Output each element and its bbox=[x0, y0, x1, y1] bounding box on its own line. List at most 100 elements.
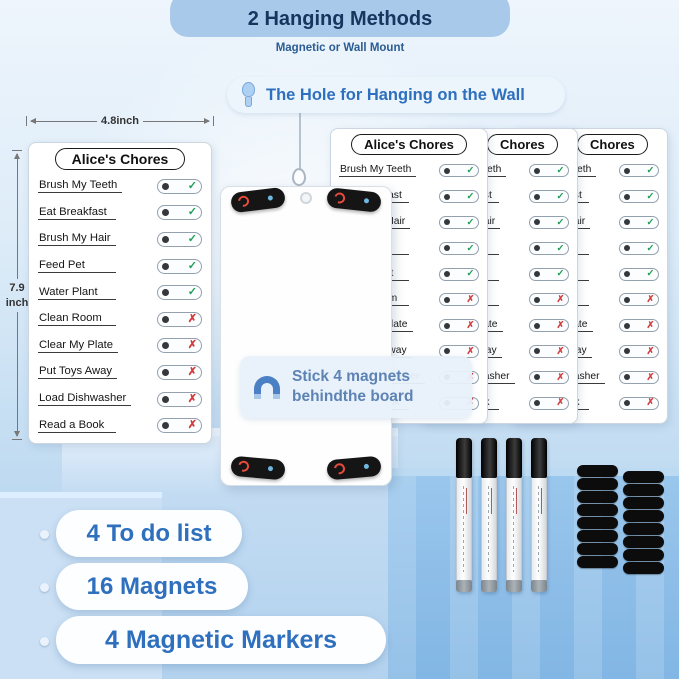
status-mark-icon: ✓ bbox=[556, 190, 565, 202]
dim-arrow-line bbox=[142, 117, 211, 124]
magnet-pole bbox=[273, 394, 280, 399]
height-dimension: 7.9 inch bbox=[2, 150, 32, 440]
toggle-dot bbox=[533, 400, 540, 407]
toggle-dot bbox=[533, 374, 540, 381]
status-mark-icon: ✓ bbox=[466, 190, 475, 202]
dim-arrow-line bbox=[13, 153, 20, 279]
height-dimension-value: 7.9 bbox=[9, 281, 25, 294]
dim-arrow-line bbox=[13, 311, 20, 437]
chore-row: Feed Pet ✓ bbox=[38, 253, 202, 280]
status-mark-icon: ✗ bbox=[187, 365, 197, 378]
toggle-dot bbox=[533, 245, 540, 252]
hanging-string bbox=[299, 113, 301, 171]
board-back-side bbox=[220, 186, 392, 486]
status-mark-icon: ✗ bbox=[556, 345, 565, 357]
board-title: Alice's Chores bbox=[351, 134, 467, 155]
toggle-dot bbox=[443, 322, 450, 329]
height-dimension-unit: inch bbox=[5, 296, 29, 309]
status-toggle: ✓ bbox=[439, 164, 479, 178]
magnet-note-text: Stick 4 magnets behindthe board bbox=[292, 367, 413, 407]
board-title: Chores bbox=[577, 134, 648, 155]
status-mark-icon: ✓ bbox=[646, 165, 655, 177]
magnet-strip bbox=[623, 471, 664, 483]
toggle-dot bbox=[533, 219, 540, 226]
status-toggle: ✓ bbox=[529, 164, 569, 178]
toggle-dot bbox=[162, 422, 169, 430]
toggle-dot bbox=[162, 289, 169, 297]
hanging-callout-label: The Hole for Hanging on the Wall bbox=[266, 85, 525, 104]
toggle-dot bbox=[533, 167, 540, 174]
magnet-column bbox=[577, 465, 618, 574]
chore-label: Eat Breakfast bbox=[38, 206, 116, 220]
toggle-dot bbox=[162, 209, 169, 217]
status-mark-icon: ✗ bbox=[187, 419, 197, 432]
marker-body bbox=[506, 478, 522, 580]
status-toggle: ✓ bbox=[529, 215, 569, 229]
marker-tip bbox=[456, 580, 472, 592]
status-mark-icon: ✓ bbox=[466, 165, 475, 177]
bullet-dot bbox=[40, 583, 49, 592]
status-toggle: ✓ bbox=[619, 241, 659, 255]
whiteboard-marker bbox=[481, 438, 497, 592]
status-mark-icon: ✗ bbox=[466, 294, 475, 306]
chore-label: Read a Book bbox=[38, 419, 116, 433]
chore-label: Clear My Plate bbox=[38, 339, 119, 353]
toggle-dot bbox=[162, 262, 169, 270]
banner-title: 2 Hanging Methods bbox=[170, 0, 510, 37]
chore-row: Clear My Plate ✗ bbox=[38, 333, 202, 360]
magnet-strip bbox=[577, 465, 618, 477]
hook-knob bbox=[242, 82, 255, 97]
status-toggle: ✗ bbox=[439, 319, 479, 333]
toggle-dot bbox=[623, 348, 630, 355]
status-mark-icon: ✓ bbox=[556, 268, 565, 280]
board-title: Alice's Chores bbox=[54, 148, 186, 170]
chore-row: Brush My Hair ✓ bbox=[38, 226, 202, 253]
toggle-dot bbox=[623, 374, 630, 381]
magnet-strip bbox=[326, 455, 382, 481]
status-toggle: ✗ bbox=[157, 311, 202, 327]
status-toggle: ✓ bbox=[529, 241, 569, 255]
status-toggle: ✓ bbox=[619, 190, 659, 204]
status-mark-icon: ✓ bbox=[187, 259, 197, 272]
toggle-dot bbox=[533, 322, 540, 329]
magnet-strip bbox=[577, 530, 618, 542]
toggle-dot bbox=[443, 193, 450, 200]
status-toggle: ✓ bbox=[529, 267, 569, 281]
toggle-dot bbox=[623, 193, 630, 200]
hook-stem bbox=[245, 97, 252, 107]
magnet-strip-set bbox=[577, 465, 664, 574]
status-mark-icon: ✗ bbox=[556, 397, 565, 409]
chore-board-front: Alice's Chores Brush My Teeth ✓ Eat Brea… bbox=[28, 142, 212, 444]
magnet-logo-dot bbox=[267, 195, 274, 201]
status-mark-icon: ✗ bbox=[187, 312, 197, 325]
marker-set bbox=[456, 438, 547, 592]
toggle-dot bbox=[623, 400, 630, 407]
magnet-logo-icon bbox=[236, 458, 251, 474]
status-mark-icon: ✗ bbox=[187, 339, 197, 352]
chore-row: Water Plant ✓ bbox=[38, 279, 202, 306]
status-toggle: ✗ bbox=[619, 344, 659, 358]
chore-row: Clean Room ✗ bbox=[38, 306, 202, 333]
status-toggle: ✓ bbox=[439, 241, 479, 255]
status-toggle: ✓ bbox=[439, 190, 479, 204]
hanging-hole-icon bbox=[300, 192, 312, 204]
hanging-hole-icon bbox=[292, 168, 306, 186]
toggle-dot bbox=[533, 348, 540, 355]
status-mark-icon: ✗ bbox=[646, 294, 655, 306]
toggle-dot bbox=[162, 315, 169, 323]
dim-tick bbox=[12, 150, 22, 151]
toggle-dot bbox=[443, 167, 450, 174]
status-mark-icon: ✓ bbox=[646, 242, 655, 254]
magnet-strip bbox=[623, 497, 664, 509]
status-mark-icon: ✗ bbox=[646, 397, 655, 409]
toggle-dot bbox=[162, 235, 169, 243]
status-toggle: ✓ bbox=[157, 205, 202, 221]
status-mark-icon: ✓ bbox=[187, 206, 197, 219]
status-toggle: ✓ bbox=[157, 231, 202, 247]
magnet-strip bbox=[577, 517, 618, 529]
magnet-strip bbox=[577, 556, 618, 568]
chore-label: Water Plant bbox=[38, 286, 116, 300]
toggle-dot bbox=[443, 245, 450, 252]
marker-body bbox=[481, 478, 497, 580]
magnet-logo-icon bbox=[235, 193, 252, 209]
